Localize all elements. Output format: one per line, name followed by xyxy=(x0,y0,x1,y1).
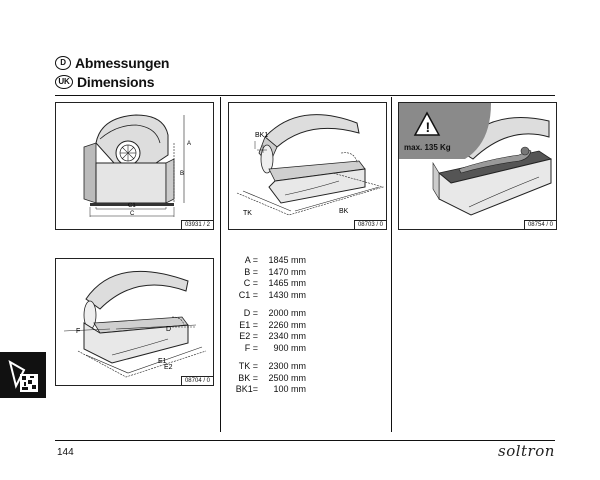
figure-code: 08754 / 0 xyxy=(523,220,556,229)
dimension-row: E1 =2260 mm xyxy=(239,319,306,330)
tanning-bed-open-drawing: BK1 TK BK xyxy=(236,114,385,217)
dim-label-tk: TK xyxy=(243,210,252,217)
tanning-bed-front-drawing: B A C1 C xyxy=(83,114,191,217)
warning-triangle-icon xyxy=(413,111,441,136)
dim-label-a: A xyxy=(187,141,191,147)
figure-open-side-view: BK1 TK BK 08703 / 0 xyxy=(228,102,387,230)
dim-label-c1: C1 xyxy=(128,203,136,209)
dim-label-bk: BK xyxy=(339,208,349,215)
figure-code: 08704 / 0 xyxy=(180,376,213,385)
figure-open-depth-view: F D E1 E2 08704 / 0 xyxy=(55,258,214,386)
dim-label-f: F xyxy=(76,328,80,335)
figure-max-load: ! max. 135 Kg 08754 / 0 xyxy=(398,102,557,230)
dimension-row: TK =2300 mm xyxy=(238,361,306,371)
dim-label-e1: E1 xyxy=(158,358,167,365)
heading-de: D Abmessungen xyxy=(55,55,169,71)
lang-badge-uk: UK xyxy=(55,75,73,89)
dimension-row: C1 =1430 mm xyxy=(238,289,306,300)
dim-label-d: D xyxy=(166,326,171,333)
dimensions-group-2: D =2000 mm E1 =2260 mm E2 =2340 mm F =90… xyxy=(230,308,306,354)
qr-code-icon xyxy=(8,359,38,392)
dimensions-group-3: TK =2300 mm BK =2500 mm BK1=100 mm xyxy=(230,361,306,396)
figure-front-view: B A C1 C 03931 / 2 xyxy=(55,102,214,230)
dimension-row: E2 =2340 mm xyxy=(239,331,306,341)
footer-rule xyxy=(55,440,555,441)
tanning-bed-depth-drawing: F D E1 E2 xyxy=(63,270,207,378)
title-de: Abmessungen xyxy=(75,55,170,71)
header-rule xyxy=(55,95,555,96)
dimension-row: C =1465 mm xyxy=(243,278,306,288)
dimension-row: B =1470 mm xyxy=(244,266,306,277)
column-divider-1 xyxy=(220,97,221,432)
figure-code: 08703 / 0 xyxy=(353,220,386,229)
column-divider-2 xyxy=(391,97,392,432)
max-load-label: max. 135 Kg xyxy=(404,143,451,152)
dim-label-b: B xyxy=(180,171,184,177)
dimension-row: BK =2500 mm xyxy=(238,372,306,383)
dim-label-e2: E2 xyxy=(164,364,173,371)
side-tab xyxy=(0,352,46,398)
dimensions-table: A =1845 mm B =1470 mm C =1465 mm C1 =143… xyxy=(230,255,306,396)
heading-uk: UK Dimensions xyxy=(55,74,155,90)
dimensions-group-1: A =1845 mm B =1470 mm C =1465 mm C1 =143… xyxy=(230,255,306,301)
dim-label-bk1: BK1 xyxy=(255,132,268,139)
tanning-bed-load-drawing: ! max. 135 Kg xyxy=(399,103,552,216)
figure-code: 03931 / 2 xyxy=(180,220,213,229)
dimension-row: A =1845 mm xyxy=(244,255,306,265)
svg-text:!: ! xyxy=(426,119,431,135)
dimension-row: BK1=100 mm xyxy=(235,384,306,394)
dimension-row: D =2000 mm xyxy=(243,308,306,318)
page-number: 144 xyxy=(57,447,74,458)
brand-logo: soltron xyxy=(498,442,555,460)
title-uk: Dimensions xyxy=(77,74,155,90)
dimension-row: F =900 mm xyxy=(244,342,306,353)
lang-badge-de: D xyxy=(55,56,71,70)
dim-label-c: C xyxy=(130,211,135,217)
